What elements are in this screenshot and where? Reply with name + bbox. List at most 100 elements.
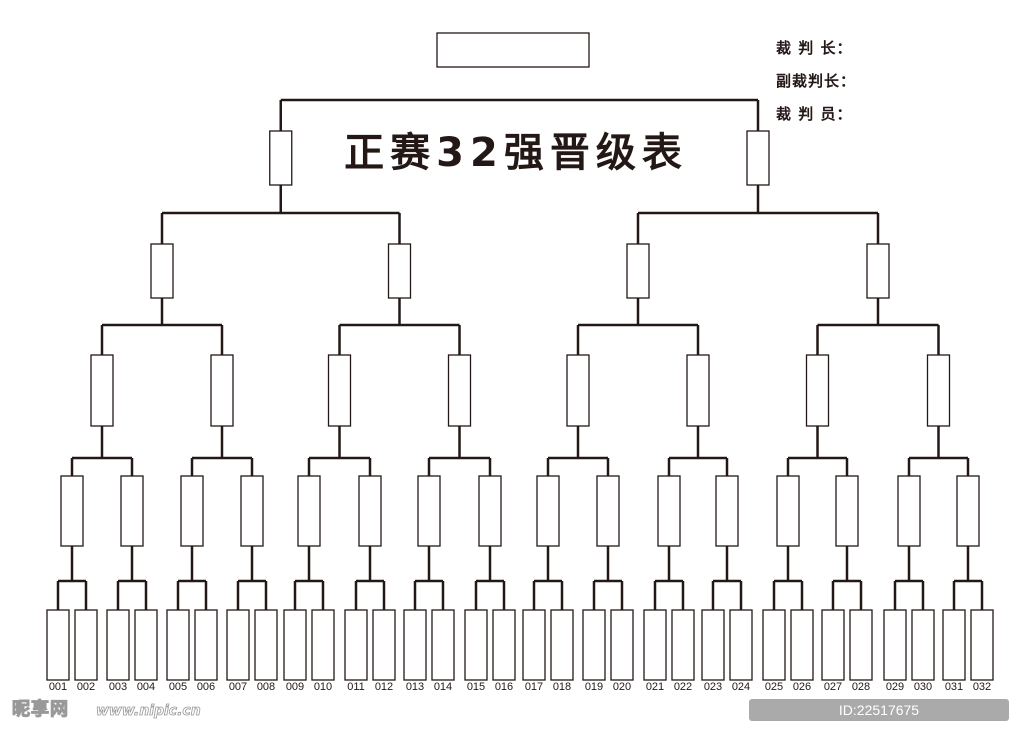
seed-number-label: 030 (913, 681, 933, 693)
semifinal-slot (866, 243, 890, 299)
round-16-slot (358, 475, 382, 547)
round-16-slot (715, 475, 739, 547)
seed-number-label: 009 (285, 681, 305, 693)
seed-number-label: 018 (552, 681, 572, 693)
round-32-slot (492, 609, 516, 681)
round-16-slot (536, 475, 560, 547)
round-32-slot (194, 609, 218, 681)
page-title: 正赛32强晋级表 (344, 130, 688, 176)
round-16-slot (956, 475, 980, 547)
seed-number-label: 025 (764, 681, 784, 693)
quarterfinal-slot (686, 354, 710, 427)
round-16-slot (180, 475, 204, 547)
bracket-diagram (46, 32, 994, 681)
round-32-slot (790, 609, 814, 681)
semifinal-slot (150, 243, 174, 299)
round-32-slot (403, 609, 427, 681)
seed-number-label: 022 (673, 681, 693, 693)
seed-number-label: 027 (823, 681, 843, 693)
final-slot (269, 130, 293, 186)
seed-number-label: 014 (433, 681, 453, 693)
seed-number-label: 013 (405, 681, 425, 693)
seed-number-label: 008 (256, 681, 276, 693)
round-32-slot (254, 609, 278, 681)
round-32-slot (464, 609, 488, 681)
round-32-slot (762, 609, 786, 681)
quarterfinal-slot (566, 354, 590, 427)
watermark-logo: 昵享网 (12, 699, 69, 721)
round-16-slot (240, 475, 264, 547)
seed-number-label: 032 (972, 681, 992, 693)
seed-number-label: 001 (48, 681, 68, 693)
seed-number-label: 006 (196, 681, 216, 693)
round-32-slot (226, 609, 250, 681)
watermark-id: ID:22517675 NO:20241023184021563106 (749, 699, 1009, 740)
round-32-slot (46, 609, 70, 681)
round-32-slot (729, 609, 753, 681)
round-32-slot (671, 609, 695, 681)
quarterfinal-slot (327, 354, 352, 427)
deputy-chief-referee-label: 副裁判长： (776, 72, 857, 90)
chief-referee-label: 裁 判 长： (776, 39, 853, 57)
round-16-slot (596, 475, 620, 547)
seed-number-label: 012 (374, 681, 394, 693)
round-32-slot (550, 609, 574, 681)
quarterfinal-slot (90, 354, 114, 427)
round-32-slot (911, 609, 935, 681)
round-16-slot (835, 475, 859, 547)
round-16-slot (120, 475, 144, 547)
seed-number-label: 023 (703, 681, 723, 693)
round-16-slot (417, 475, 441, 547)
round-16-slot (478, 475, 502, 547)
seed-number-label: 010 (313, 681, 333, 693)
round-32-slot (283, 609, 307, 681)
seed-number-label: 026 (792, 681, 812, 693)
round-32-slot (582, 609, 606, 681)
round-32-slot (74, 609, 98, 681)
seed-number-label: 020 (612, 681, 632, 693)
seed-number-label: 029 (885, 681, 905, 693)
round-32-slot (134, 609, 158, 681)
seed-number-label: 003 (108, 681, 128, 693)
seed-number-label: 005 (168, 681, 188, 693)
quarterfinal-slot (926, 354, 951, 427)
round-32-slot (970, 609, 994, 681)
round-32-slot (166, 609, 190, 681)
round-16-slot (897, 475, 921, 547)
round-32-slot (701, 609, 725, 681)
round-32-slot (311, 609, 335, 681)
round-32-slot (883, 609, 907, 681)
round-32-slot (610, 609, 634, 681)
quarterfinal-slot (210, 354, 234, 427)
watermark-url: www.nipic.cn (96, 703, 202, 720)
round-32-slot (372, 609, 396, 681)
seed-number-label: 024 (731, 681, 751, 693)
round-32-slot (106, 609, 130, 681)
seed-number-label: 019 (584, 681, 604, 693)
round-32-slot (344, 609, 368, 681)
seed-number-label: 002 (76, 681, 96, 693)
referee-label: 裁 判 员： (776, 105, 853, 123)
round-32-slot (431, 609, 455, 681)
seed-number-label: 015 (466, 681, 486, 693)
round-32-slot (821, 609, 845, 681)
seed-number-label: 004 (136, 681, 156, 693)
seed-number-label: 007 (228, 681, 248, 693)
seed-number-label: 021 (645, 681, 665, 693)
round-32-slot (522, 609, 546, 681)
round-16-slot (297, 475, 321, 547)
quarterfinal-slot (805, 354, 830, 427)
round-32-slot (942, 609, 966, 681)
round-32-slot (643, 609, 667, 681)
round-16-slot (60, 475, 84, 547)
semifinal-slot (626, 243, 650, 299)
final-slot (746, 130, 770, 186)
quarterfinal-slot (447, 354, 472, 427)
semifinal-slot (387, 243, 412, 299)
seed-number-label: 016 (494, 681, 514, 693)
seed-number-label: 017 (524, 681, 544, 693)
seed-number-label: 028 (851, 681, 871, 693)
seed-number-label: 031 (944, 681, 964, 693)
round-16-slot (657, 475, 681, 547)
round-16-slot (776, 475, 800, 547)
